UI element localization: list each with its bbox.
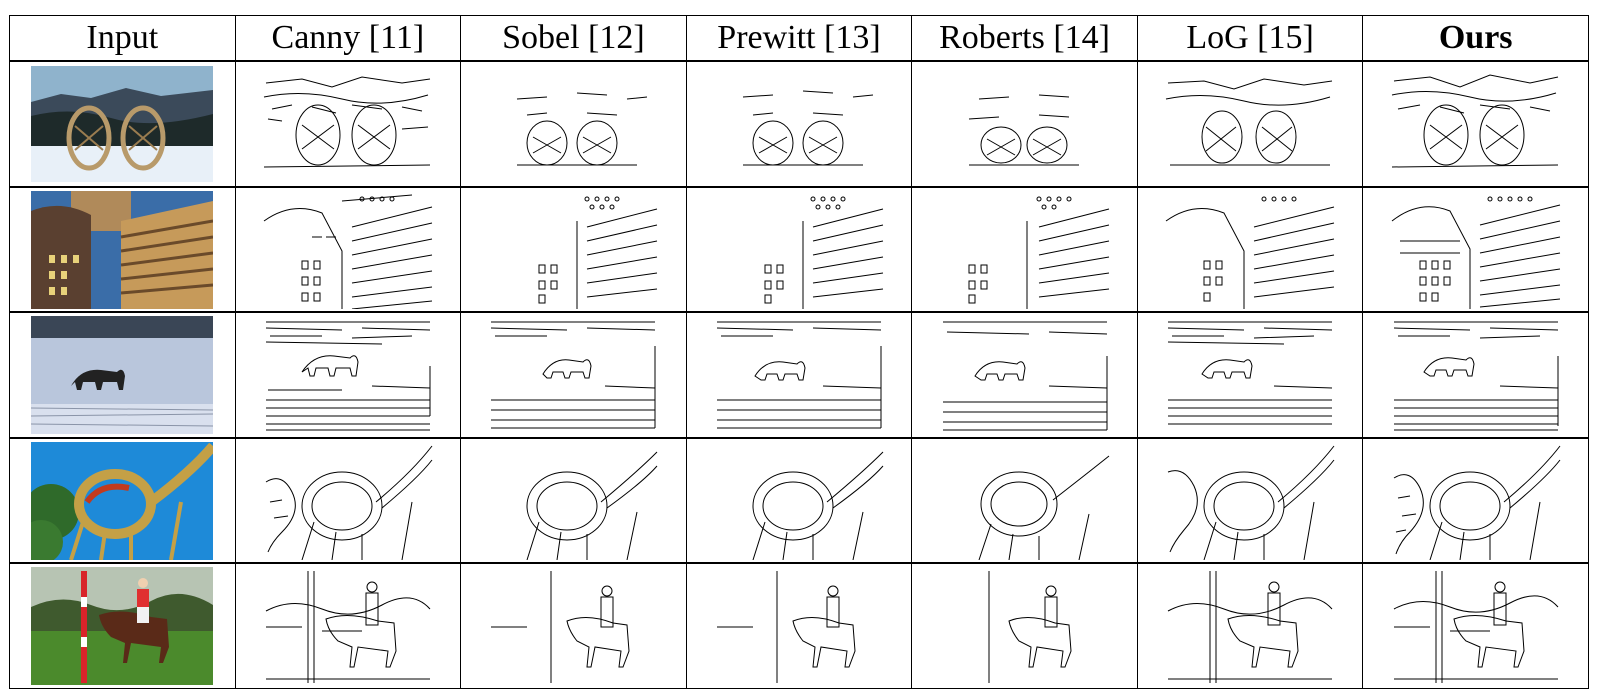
result-row-1 [9, 60, 1589, 188]
input-image-polar-bear [31, 316, 214, 435]
result-row-4 [9, 436, 1589, 564]
edge-map-canny [234, 562, 462, 690]
result-row-5 [9, 562, 1589, 690]
edge-map-sobel [460, 60, 687, 188]
edge-map-sobel [460, 311, 687, 439]
column-header-canny: Canny [11] [234, 15, 462, 63]
edge-map-prewitt [685, 185, 913, 313]
input-cell [9, 60, 236, 188]
result-row-3 [9, 311, 1589, 439]
edge-map-sobel [460, 185, 687, 313]
column-header-roberts: Roberts [14] [911, 15, 1138, 63]
input-image-polo-rider [31, 567, 214, 686]
edge-map-ours [1362, 60, 1589, 188]
edge-map-roberts [911, 436, 1138, 564]
edge-map-canny [234, 60, 462, 188]
edge-map-roberts [911, 185, 1138, 313]
edge-map-roberts [911, 562, 1138, 690]
result-row-2 [9, 185, 1589, 313]
input-cell [9, 562, 236, 690]
edge-map-ours [1362, 311, 1589, 439]
input-image-roller-coaster [31, 441, 214, 560]
edge-map-log [1136, 311, 1364, 439]
edge-map-log [1136, 562, 1364, 690]
input-cell [9, 436, 236, 564]
edge-map-ours [1362, 436, 1589, 564]
edge-map-prewitt [685, 60, 913, 188]
comparison-grid: Input Canny [11] Sobel [12] Prewitt [13]… [9, 15, 1589, 690]
edge-map-canny [234, 185, 462, 313]
input-image-buildings [31, 190, 214, 309]
edge-map-prewitt [685, 436, 913, 564]
edge-map-roberts [911, 60, 1138, 188]
edge-map-prewitt [685, 562, 913, 690]
column-header-input: Input [9, 15, 236, 63]
column-header-prewitt: Prewitt [13] [685, 15, 913, 63]
column-header-ours: Ours [1362, 15, 1589, 63]
input-image-snowshoes [31, 65, 214, 182]
edge-map-log [1136, 185, 1364, 313]
figure: Input Canny [11] Sobel [12] Prewitt [13]… [9, 15, 1590, 690]
edge-map-prewitt [685, 311, 913, 439]
input-cell [9, 311, 236, 439]
edge-map-canny [234, 311, 462, 439]
edge-map-sobel [460, 436, 687, 564]
edge-map-canny [234, 436, 462, 564]
edge-map-log [1136, 436, 1364, 564]
input-cell [9, 185, 236, 313]
header-row: Input Canny [11] Sobel [12] Prewitt [13]… [9, 15, 1589, 63]
column-header-sobel: Sobel [12] [460, 15, 687, 63]
edge-map-ours [1362, 562, 1589, 690]
edge-map-ours [1362, 185, 1589, 313]
edge-map-sobel [460, 562, 687, 690]
column-header-log: LoG [15] [1136, 15, 1364, 63]
edge-map-log [1136, 60, 1364, 188]
edge-map-roberts [911, 311, 1138, 439]
